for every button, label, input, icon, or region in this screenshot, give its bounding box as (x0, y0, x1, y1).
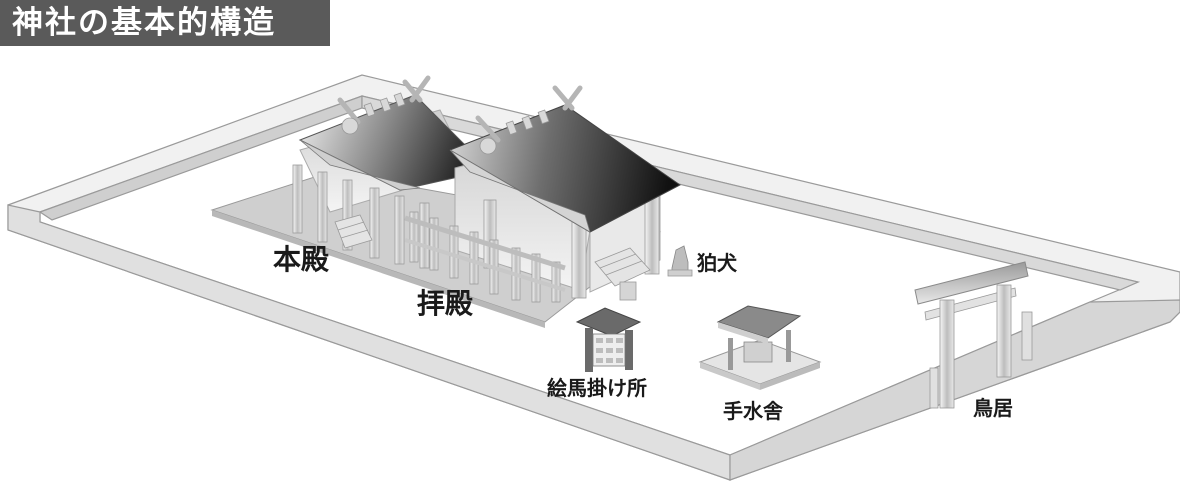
label-ema: 絵馬掛け所 (547, 376, 647, 400)
title-banner: 神社の基本的構造 (0, 0, 330, 46)
haiden-building (404, 85, 681, 303)
label-honden: 本殿 (273, 243, 330, 276)
label-temizuya: 手水舎 (723, 399, 783, 423)
ema-board (575, 307, 642, 372)
honden-building (292, 75, 491, 269)
temizuya-pavilion (698, 305, 822, 390)
label-haiden: 拝殿 (417, 287, 474, 320)
label-komainu: 狛犬 (697, 251, 737, 275)
komainu-statue (619, 245, 693, 301)
diagram-title: 神社の基本的構造 (12, 5, 276, 41)
torii-gate (914, 261, 1033, 409)
label-torii: 鳥居 (973, 396, 1013, 420)
